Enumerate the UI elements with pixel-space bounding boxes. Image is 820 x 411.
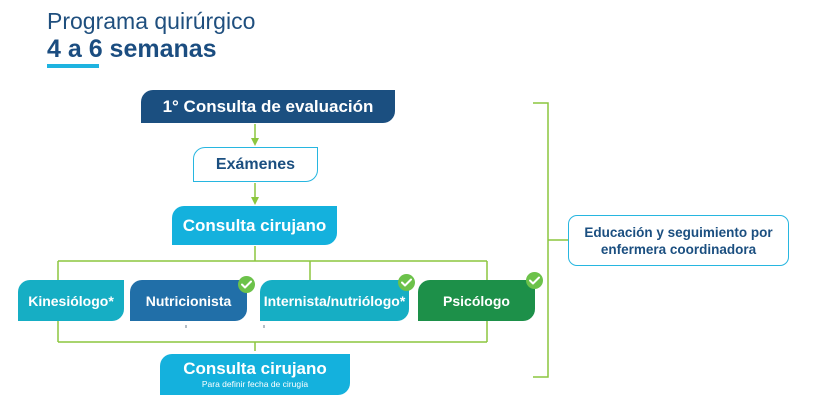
education-note-line2: enfermera coordinadora — [600, 241, 757, 257]
education-note-line1: Educación y seguimiento por — [584, 224, 773, 240]
bracket-right — [533, 102, 549, 378]
step-consulta-cirujano: Consulta cirujano — [172, 206, 337, 245]
check-icon — [526, 272, 543, 289]
check-icon — [398, 274, 415, 291]
final-label: Consulta cirujano — [183, 358, 327, 378]
specialist-psicologo: Psicólogo — [418, 280, 535, 321]
step-primera-consulta: 1° Consulta de evaluación — [141, 90, 395, 123]
step-consulta-final: Consulta cirujano Para definir fecha de … — [160, 354, 350, 395]
specialist-internista: Internista/nutriólogo* — [260, 280, 409, 321]
page-subtitle: 4 a 6 semanas — [47, 35, 217, 63]
education-note: Educación y seguimiento por enfermera co… — [568, 215, 789, 266]
page-title: Programa quirúrgico — [47, 8, 256, 34]
check-icon — [238, 276, 255, 293]
step-examenes: Exámenes — [193, 147, 318, 182]
specialist-kinesiologo: Kinesiólogo* — [18, 280, 124, 321]
final-sublabel: Para definir fecha de cirugía — [201, 378, 309, 389]
specialist-nutricionista: Nutricionista — [130, 280, 247, 321]
title-underline — [47, 64, 99, 68]
